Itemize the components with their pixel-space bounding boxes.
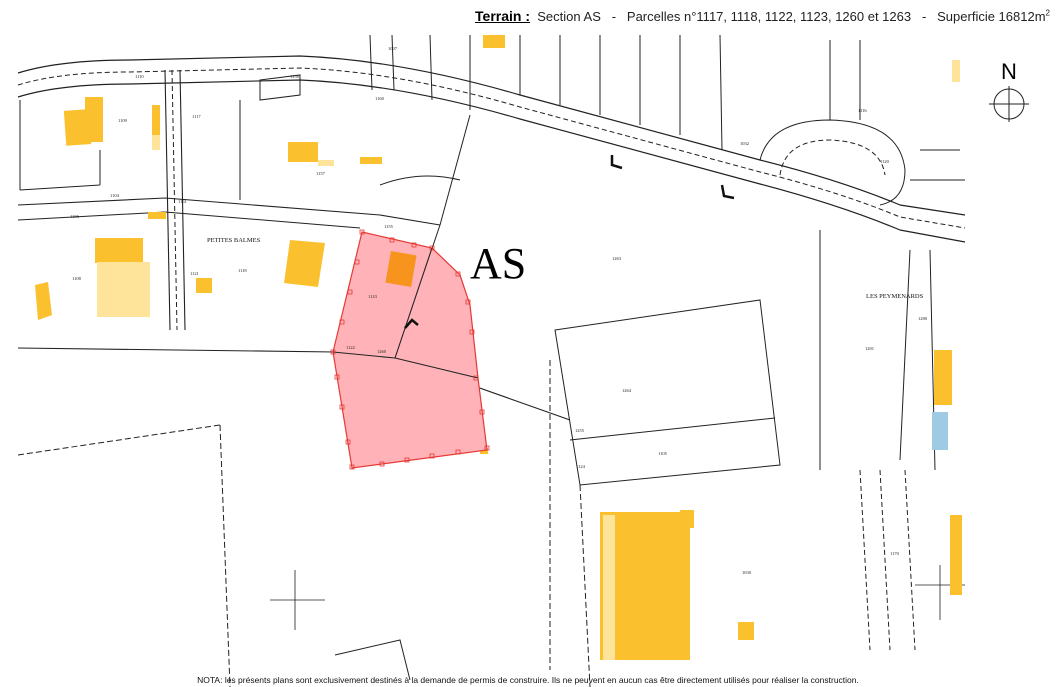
north-letter: N [1001, 59, 1017, 84]
building [483, 35, 505, 48]
parcel-number: 1122 [346, 345, 355, 350]
area-text: Superficie 16812m [937, 9, 1046, 24]
building [85, 97, 103, 142]
parcel-number: 1255 [575, 428, 585, 433]
parcel-number: 1117 [192, 114, 201, 119]
area-unit-sup: 2 [1045, 8, 1050, 18]
parcel-number: 1170 [890, 551, 900, 556]
building [738, 622, 754, 640]
parcel-number: 1123 [368, 294, 378, 299]
terrain-header: Terrain : Section AS - Parcelles n°1117,… [475, 8, 1050, 24]
place-petites-balmes: PETITES BALMES [207, 237, 261, 244]
building [950, 515, 962, 595]
parcel-number: 1106 [70, 214, 80, 219]
building [680, 510, 694, 528]
parcel-number: 1109 [118, 118, 128, 123]
section-text: Section AS [537, 9, 601, 24]
separator: - [921, 9, 927, 24]
parcel-number: 1157 [316, 171, 326, 176]
parcel-numbers: 1109 1110 1117 1158 1157 1118 1123 1122 … [70, 46, 928, 575]
building [152, 135, 160, 150]
building [152, 105, 160, 135]
building [35, 282, 52, 320]
parcel-number: 1280 [918, 316, 928, 321]
parcel-number: 1032 [740, 141, 749, 146]
building [360, 157, 382, 164]
terrain-label: Terrain : [475, 8, 531, 24]
parcel-number: 1118 [238, 268, 247, 273]
north-indicator: N [984, 60, 1034, 129]
parcel-number: 1104 [110, 193, 120, 198]
section-label: AS [470, 239, 526, 288]
building [385, 250, 417, 288]
building [288, 142, 318, 162]
parcel-number: 1124 [576, 464, 586, 469]
north-compass-icon [989, 86, 1029, 122]
parcel-number: 1108 [72, 276, 82, 281]
parcel-number: 1105 [658, 451, 668, 456]
parcel-number: 1264 [622, 388, 632, 393]
parcel-number: 1160 [375, 96, 385, 101]
parcel-number: 1158 [290, 74, 300, 79]
place-les-peymenards: LES PEYMENARDS [866, 293, 924, 300]
building [318, 160, 334, 166]
building [148, 212, 166, 219]
parcels-text: Parcelles n°1117, 1118, 1122, 1123, 1260… [626, 9, 912, 24]
building [95, 238, 143, 263]
selected-plot [330, 229, 490, 470]
building [603, 515, 615, 660]
building [196, 278, 212, 293]
building [97, 262, 150, 317]
parcel-number: 1120 [880, 159, 890, 164]
parcel-number: 1121 [190, 271, 199, 276]
parcel-number: 1155 [384, 224, 394, 229]
parcel-number: 1007 [388, 46, 398, 51]
footer-note: NOTA: les présents plans sont exclusivem… [197, 675, 859, 685]
building [284, 240, 325, 287]
parcel-number: 1201 [865, 346, 874, 351]
parcel-number: 1030 [742, 570, 752, 575]
separator: - [611, 9, 617, 24]
building [952, 60, 960, 82]
parcel-number: 1161 [178, 199, 187, 204]
parcel-number: 1260 [377, 349, 387, 354]
building [934, 350, 952, 405]
parcel-number: 1110 [135, 74, 144, 79]
parcel-number: 1116 [858, 108, 867, 113]
building [932, 412, 948, 450]
parcel-number: 1263 [612, 256, 622, 261]
building [63, 109, 92, 146]
